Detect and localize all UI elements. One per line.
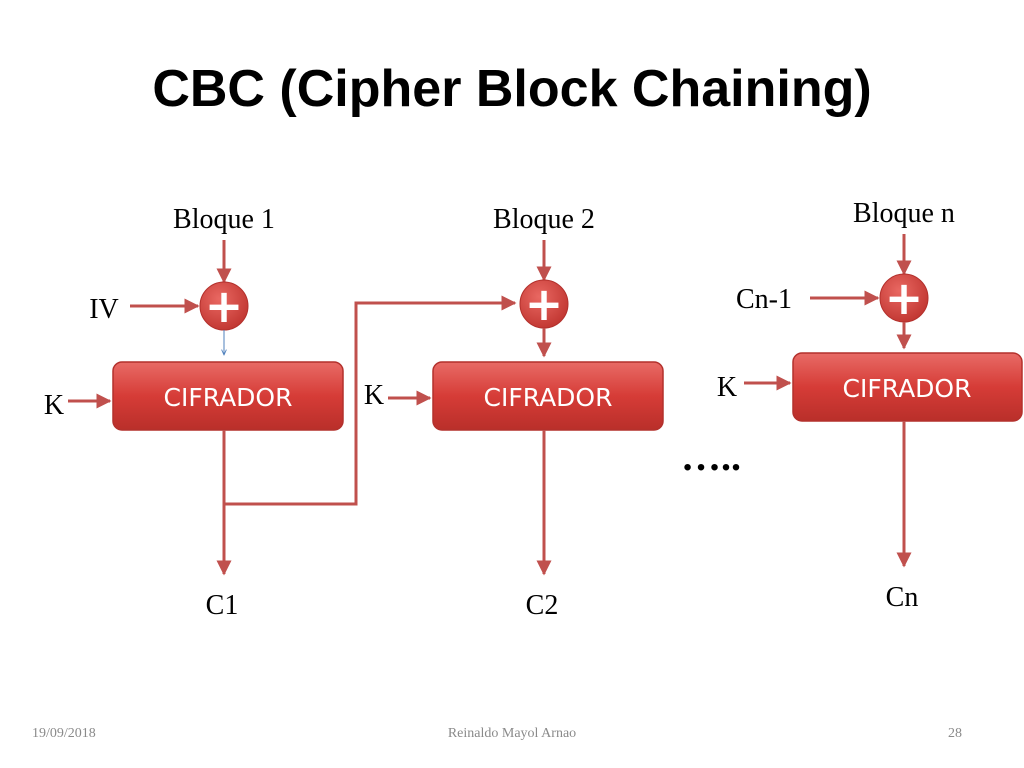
input-label-bloque-2: Bloque 2: [493, 204, 595, 235]
input-label-bloque-n: Bloque n: [853, 198, 955, 229]
chain-label-cn-1: Cn-1: [736, 284, 792, 315]
slide-title: CBC (Cipher Block Chaining): [152, 60, 872, 118]
xor-2: +: [519, 277, 569, 331]
xor-1: +: [199, 279, 249, 333]
stage-1: Bloque 1 IV + K CIFRADOR C1: [44, 204, 344, 621]
stage-n: Bloque n Cn-1 + K CIFRADOR Cn: [717, 198, 1023, 613]
cifrador-block-n: CIFRADOR: [792, 352, 1023, 422]
cifrador-label-1: CIFRADOR: [164, 383, 293, 412]
iv-label: IV: [89, 294, 119, 325]
chain-arrow-c1-to-xor2: [224, 295, 517, 506]
xor-symbol: +: [525, 277, 564, 331]
stage-2: Bloque 2 + K CIFRADOR C2: [364, 204, 664, 621]
cifrador-label-n: CIFRADOR: [843, 374, 972, 403]
cifrador-block-2: CIFRADOR: [432, 361, 664, 431]
key-label-1: K: [44, 390, 64, 421]
output-label-c1: C1: [206, 590, 239, 621]
key-label-2: K: [364, 380, 384, 411]
xor-symbol: +: [885, 271, 924, 325]
ellipsis: …..: [681, 434, 741, 479]
key-label-n: K: [717, 372, 737, 403]
output-label-cn: Cn: [886, 582, 919, 613]
cifrador-label-2: CIFRADOR: [484, 383, 613, 412]
footer-author: Reinaldo Mayol Arnao: [447, 726, 577, 741]
xor-symbol: +: [205, 279, 244, 333]
cifrador-block-1: CIFRADOR: [112, 361, 344, 431]
input-label-bloque-1: Bloque 1: [173, 204, 275, 235]
footer-page-number: 28: [948, 726, 962, 741]
output-label-c2: C2: [526, 590, 559, 621]
xor-n: +: [879, 271, 929, 325]
footer-date: 19/09/2018: [32, 726, 96, 741]
